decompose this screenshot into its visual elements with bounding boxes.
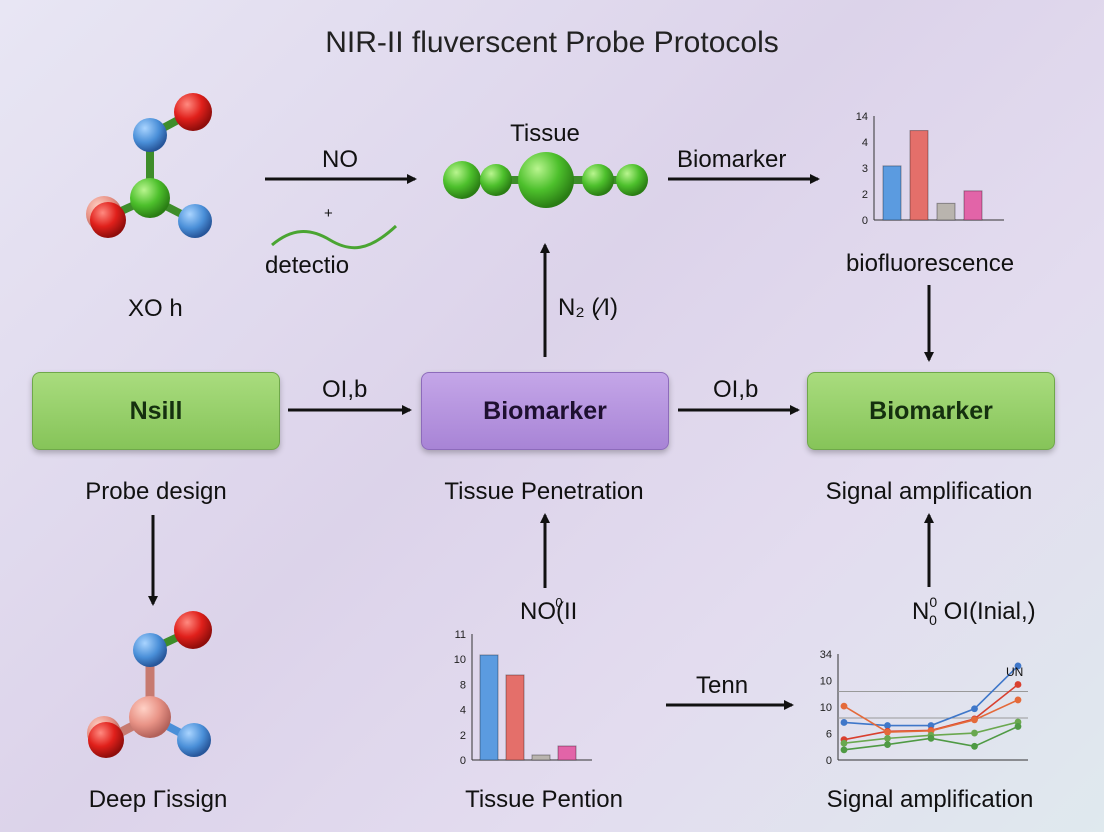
series-point	[1014, 696, 1022, 704]
series-point	[927, 734, 935, 742]
box-biomarker-mid: Biomarker	[421, 372, 669, 450]
y-tick-label: 14	[856, 111, 868, 123]
series-point	[840, 719, 848, 726]
series-point	[1014, 662, 1022, 670]
bar-chart-bottom: 11 10 8 4 2 0	[454, 629, 592, 766]
series-point	[971, 716, 978, 724]
label-xo: XO h	[128, 295, 183, 322]
y-tick-label: 11	[455, 629, 466, 641]
series-point	[884, 741, 891, 748]
label-detectio: detectio	[265, 252, 350, 279]
series-point	[927, 722, 935, 729]
series-point	[840, 739, 848, 747]
y-tick-label: 10	[820, 676, 832, 688]
label-n2: N₂ (∕I)	[558, 294, 618, 321]
series-point	[1014, 681, 1022, 688]
bar	[531, 754, 551, 761]
series-point	[971, 742, 978, 750]
diagram-title: NIR-II fluverscent Probe Protocols	[325, 26, 779, 59]
y-tick-label: 0	[826, 755, 832, 767]
label-tissue-top: Tissue	[510, 120, 580, 147]
annotation-label: UN	[1006, 665, 1023, 679]
series-point	[884, 728, 891, 736]
y-tick-label: 3	[862, 163, 868, 175]
series-point	[840, 702, 848, 710]
label-signal-amp-mid: Signal amplification	[825, 478, 1033, 505]
bar	[505, 674, 525, 761]
label-oib-left: OI,b	[322, 376, 368, 403]
label-tissue-pention: Tissue Pention	[465, 786, 623, 813]
label-biomarker-arrow: Biomarker	[677, 146, 787, 173]
label-no-arrow: NO	[322, 146, 358, 173]
label-oib-right: OI,b	[713, 376, 759, 403]
series-point	[971, 729, 978, 737]
bar	[479, 654, 499, 761]
bar	[909, 130, 929, 221]
series-point	[1014, 723, 1022, 730]
detection-wave	[271, 224, 398, 250]
series-line	[843, 665, 1019, 727]
label-probe-design: Probe design	[85, 478, 227, 505]
label-signal-amp-bottom: Signal amplification	[826, 786, 1034, 813]
label-tenn: Tenn	[696, 672, 749, 699]
bar-chart-top: 14 4 3 2 0	[856, 111, 1004, 227]
box-biomarker-right: Biomarker	[807, 372, 1055, 450]
molecule-bottom-icon	[87, 611, 212, 758]
y-tick-label: 10	[820, 702, 832, 714]
y-tick-label: 34	[820, 649, 832, 661]
label-n0: N00 OI(Inial,)	[912, 594, 1036, 628]
molecule-top-icon	[86, 93, 212, 238]
bar	[936, 202, 956, 221]
label-no-ii: NO(II0	[520, 595, 578, 625]
y-tick-label: 10	[454, 654, 466, 666]
line-chart-bottom: 34 10 10 6 0 UN	[820, 649, 1028, 767]
series-point	[884, 722, 891, 729]
y-tick-label: 4	[862, 137, 868, 149]
bar	[963, 190, 983, 221]
y-tick-label: 8	[460, 679, 466, 691]
label-plus: +	[324, 205, 333, 222]
series-point	[840, 746, 848, 754]
bar	[882, 165, 902, 221]
y-tick-label: 4	[460, 705, 466, 717]
y-tick-label: 0	[862, 215, 868, 227]
chain-molecule-icon	[443, 152, 648, 208]
bar	[557, 745, 577, 761]
label-biofluorescence: biofluorescence	[845, 250, 1015, 277]
y-tick-label: 6	[826, 729, 832, 741]
series-point	[884, 734, 891, 742]
y-tick-label: 2	[460, 730, 466, 742]
series-point	[971, 705, 978, 713]
y-tick-label: 2	[862, 189, 868, 201]
y-tick-label: 0	[460, 755, 466, 766]
box-nsill: Nsill	[32, 372, 280, 450]
label-tissue-penetration: Tissue Penetration	[444, 478, 644, 505]
label-deep-tissign: Deep Γissign	[88, 786, 228, 813]
